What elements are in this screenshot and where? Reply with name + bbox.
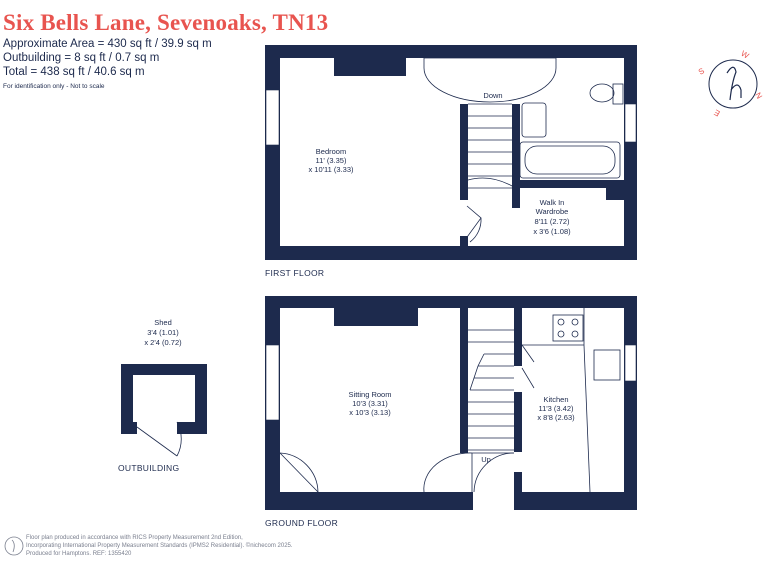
kitchen-dim1: 11'3 (3.42) bbox=[538, 404, 574, 413]
wardrobe-dim2: x 3'6 (1.08) bbox=[533, 227, 571, 236]
kitchen-dim2: x 8'8 (2.63) bbox=[537, 413, 575, 422]
footer-line2-row: Incorporating International Property Mea… bbox=[26, 542, 366, 550]
ground-floor-fixtures bbox=[279, 308, 621, 493]
shed-name: Shed bbox=[154, 318, 172, 327]
sitting-room-dim1: 10'3 (3.31) bbox=[352, 399, 388, 408]
bathroom-fixtures bbox=[423, 57, 624, 245]
footer-text: Floor plan produced in accordance with R… bbox=[26, 534, 366, 558]
ground-floor-label: GROUND FLOOR bbox=[265, 518, 339, 528]
sitting-room-name: Sitting Room bbox=[348, 390, 392, 399]
down-label: Down bbox=[483, 91, 503, 100]
shed-dim1: 3'4 (1.01) bbox=[147, 328, 179, 337]
first-floor-walls bbox=[265, 45, 637, 260]
outbuilding-walls bbox=[121, 364, 207, 434]
wardrobe-dim1: 8'11 (2.72) bbox=[534, 217, 570, 226]
compass-letters: S W N E bbox=[697, 49, 764, 118]
outbuilding-area-text: Outbuilding = 8 sq ft / 0.7 sq m bbox=[3, 52, 160, 64]
approx-area-text: Approximate Area = 430 sq ft / 39.9 sq m bbox=[3, 38, 212, 50]
kitchen-name: Kitchen bbox=[543, 395, 569, 404]
compass-w: W bbox=[739, 49, 750, 61]
bedroom-dim2: x 10'11 (3.33) bbox=[308, 165, 354, 174]
footer-line1: Floor plan produced in accordance with R… bbox=[26, 535, 243, 541]
up-label: Up bbox=[481, 455, 491, 464]
total-area-text: Total = 438 sq ft / 40.6 sq m bbox=[3, 66, 145, 78]
identification-note: For identification only - Not to scale bbox=[3, 83, 105, 90]
first-floor-label: FIRST FLOOR bbox=[265, 268, 325, 278]
footer-line2: Incorporating International Property Mea… bbox=[26, 543, 245, 549]
page-title: Six Bells Lane, Sevenoaks, TN13 bbox=[3, 10, 329, 35]
outbuilding-label: OUTBUILDING bbox=[118, 463, 180, 473]
wardrobe-name1: Walk In bbox=[539, 198, 565, 207]
compass-e: E bbox=[712, 108, 721, 118]
footer-brand: ©nichecom 2025. bbox=[245, 543, 293, 549]
footer-line3: Produced for Hamptons. REF: 1355420 bbox=[26, 551, 132, 557]
compass-s: S bbox=[697, 66, 706, 76]
compass-n: N bbox=[753, 91, 764, 101]
bedroom-name: Bedroom bbox=[315, 147, 347, 156]
wardrobe-name2: Wardrobe bbox=[535, 207, 569, 216]
compass-logo-icon bbox=[708, 59, 758, 109]
ground-floor-walls bbox=[265, 296, 637, 510]
footer-badge-icon bbox=[4, 536, 24, 556]
sitting-room-dim2: x 10'3 (3.13) bbox=[349, 408, 391, 417]
bedroom-dim1: 11' (3.35) bbox=[315, 156, 347, 165]
shed-dim2: x 2'4 (0.72) bbox=[144, 338, 182, 347]
